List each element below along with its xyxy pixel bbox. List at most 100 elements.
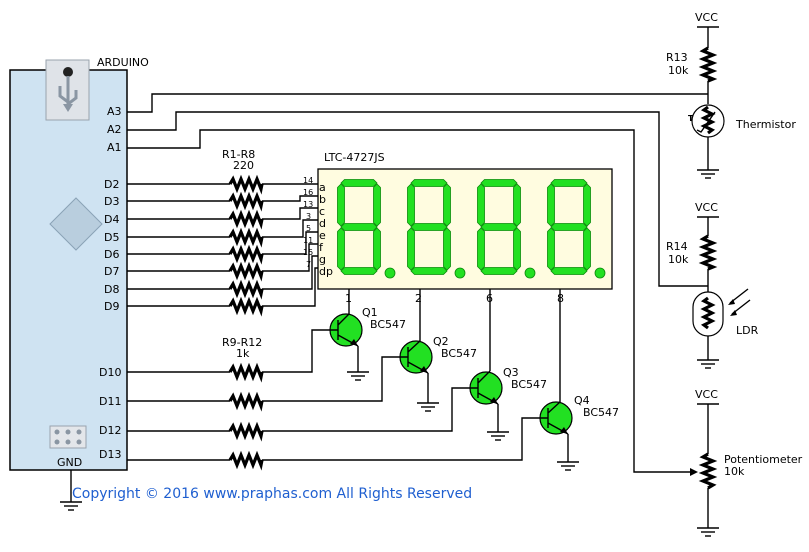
light-arrows-icon — [728, 288, 751, 316]
segment-g — [480, 223, 518, 231]
pin-label-d9: D9 — [104, 300, 119, 313]
digit-driver-wiring: R9-R12 1k — [127, 289, 580, 471]
segment-c — [513, 227, 521, 271]
seg-pin-a: 14 — [303, 176, 313, 185]
seg-pin-f: 11 — [303, 236, 313, 245]
vcc-label-3: VCC — [695, 388, 718, 401]
segment-f — [407, 183, 415, 227]
potentiometer-value: 10k — [724, 465, 745, 478]
r14-value: 10k — [668, 253, 689, 266]
q3-name: Q3 — [503, 366, 519, 379]
pin-label-d13: D13 — [99, 448, 121, 461]
seg-pin-b: 16 — [303, 188, 313, 197]
pin-label-d4: D4 — [104, 213, 119, 226]
analog-wiring — [127, 93, 708, 476]
segment-g — [340, 223, 378, 231]
digit-pin-2: 2 — [415, 292, 422, 305]
segment-dp — [524, 267, 536, 279]
segment-d — [410, 267, 448, 275]
transistor-q2: Q2 BC547 — [399, 335, 477, 374]
segment-f — [337, 183, 345, 227]
segment-e — [337, 227, 345, 271]
icsp-header-icon — [49, 425, 87, 449]
r13-value: 10k — [668, 64, 689, 77]
seg-pin-e: 5 — [306, 224, 311, 233]
display-digits — [337, 179, 606, 279]
vcc-label-2: VCC — [695, 201, 718, 214]
segment-c — [373, 227, 381, 271]
seg-letter-b: b — [319, 193, 326, 206]
segment-d — [480, 267, 518, 275]
segment-dp — [384, 267, 396, 279]
segment-a — [410, 179, 448, 187]
segment-a — [340, 179, 378, 187]
q4-type: BC547 — [583, 406, 619, 419]
digit-resistor-name: R9-R12 — [222, 336, 262, 349]
gnd-label: GND — [57, 456, 82, 469]
segment-b — [373, 183, 381, 227]
seg-letter-dp: dp — [319, 265, 333, 278]
seg-letter-d: d — [319, 217, 326, 230]
ldr-branch: VCC R14 10k LDR — [666, 201, 759, 369]
thermistor-symbol-letter: T — [688, 114, 694, 123]
seg-pin-c: 13 — [303, 200, 313, 209]
segment-e — [477, 227, 485, 271]
digit-3 — [477, 179, 536, 279]
segment-d — [340, 267, 378, 275]
seg-pin-dp: 7 — [306, 260, 311, 269]
arduino-board: ARDUINO A3 A2 A1 D2 D3 D4 D5 D6 D7 D8 D9… — [9, 56, 149, 471]
r13-name: R13 — [666, 51, 688, 64]
pin-label-d12: D12 — [99, 424, 121, 437]
pin-label-d2: D2 — [104, 178, 119, 191]
seg-letter-a: a — [319, 181, 326, 194]
digit-2 — [407, 179, 466, 279]
segment-a — [480, 179, 518, 187]
transistor-q1: Q1 BC547 — [329, 306, 406, 347]
seg-letter-f: f — [319, 241, 324, 254]
r14-name: R14 — [666, 240, 688, 253]
segment-e — [547, 227, 555, 271]
pin-label-d11: D11 — [99, 395, 121, 408]
digit-1 — [337, 179, 396, 279]
segment-c — [583, 227, 591, 271]
segment-dp — [594, 267, 606, 279]
segment-c — [443, 227, 451, 271]
segment-a — [550, 179, 588, 187]
segment-resistor-value: 220 — [233, 159, 254, 172]
segment-b — [443, 183, 451, 227]
segment-g — [550, 223, 588, 231]
vcc-label-1: VCC — [695, 11, 718, 24]
thermistor-branch: VCC R13 10k T Thermistor — [666, 11, 796, 179]
chip-icon — [49, 197, 103, 251]
pin-label-a3: A3 — [107, 105, 122, 118]
segment-b — [583, 183, 591, 227]
pin-label-d10: D10 — [99, 366, 121, 379]
transistor-q4: Q4 BC547 — [539, 394, 619, 435]
segment-b — [513, 183, 521, 227]
pin-label-d6: D6 — [104, 248, 119, 261]
digit-resistor-value: 1k — [236, 347, 250, 360]
segment-f — [477, 183, 485, 227]
copyright-text: Copyright © 2016 www.praphas.com All Rig… — [72, 486, 473, 502]
segment-f — [547, 183, 555, 227]
usb-icon — [58, 67, 78, 112]
segment-dp — [454, 267, 466, 279]
pin-label-a2: A2 — [107, 123, 122, 136]
seg-letter-c: c — [319, 205, 325, 218]
segment-g — [410, 223, 448, 231]
segment-wires — [127, 174, 318, 317]
q1-name: Q1 — [362, 306, 378, 319]
q2-type: BC547 — [441, 347, 477, 360]
segment-wiring: R1-R8 220 — [127, 148, 318, 317]
arduino-ground — [59, 470, 83, 511]
seg-letter-g: g — [319, 253, 326, 266]
digit-4 — [547, 179, 606, 279]
transistor-q3: Q3 BC547 — [469, 366, 547, 405]
pin-label-d5: D5 — [104, 231, 119, 244]
segment-e — [407, 227, 415, 271]
seg-letter-e: e — [319, 229, 326, 242]
q2-name: Q2 — [433, 335, 449, 348]
seven-segment-display: LTC-4727JS a b c d e f g dp 1 2 6 8 — [317, 151, 613, 305]
pin-label-a1: A1 — [107, 141, 122, 154]
